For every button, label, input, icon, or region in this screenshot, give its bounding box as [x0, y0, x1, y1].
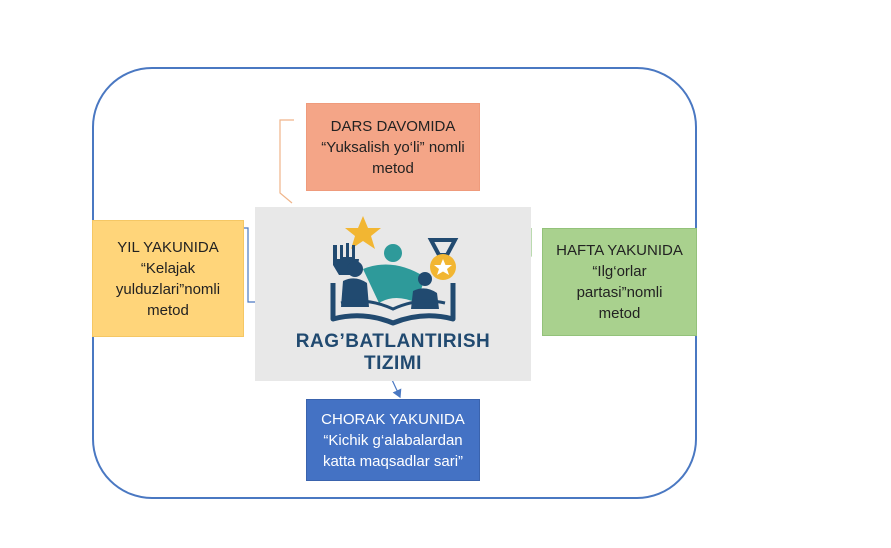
logo-panel: RAG’BATLANTIRISH TIZIMI — [255, 207, 531, 381]
box-text: katta maqsadlar sari” — [322, 452, 464, 470]
box-heading: HAFTA YAKUNIDA — [556, 242, 683, 259]
box-text: yulduzlari”nomli — [115, 280, 221, 298]
logo-title-line2: TIZIMI — [364, 353, 422, 374]
medal-icon — [427, 238, 459, 257]
box-heading: DARS DAVOMIDA — [330, 117, 456, 135]
top-connector — [279, 119, 294, 204]
box-hafta-yakunida: HAFTA YAKUNIDA “Ilg‘orlar partasi”nomli … — [542, 228, 697, 336]
logo-title-line1: RAG’BATLANTIRISH — [295, 331, 491, 352]
box-heading: CHORAK YAKUNIDA — [321, 410, 465, 428]
box-yil-yakunida: YIL YAKUNIDA “Kelajak yulduzlari”nomli m… — [92, 220, 244, 337]
box-heading: YIL YAKUNIDA — [117, 238, 219, 256]
box-text: partasi”nomli — [576, 284, 663, 301]
rewards-logo-icon — [330, 216, 459, 326]
box-text: metod — [372, 159, 414, 177]
box-dars-davomida: DARS DAVOMIDA “Yuksalish yo‘li” nomli me… — [306, 103, 480, 191]
box-text: “Kelajak — [140, 259, 196, 277]
box-chorak-yakunida: CHORAK YAKUNIDA “Kichik g‘alabalardan ka… — [306, 399, 480, 481]
box-text: “Ilg‘orlar — [592, 263, 647, 280]
box-text: “Kichik g‘alabalardan — [323, 431, 463, 449]
box-text: metod — [147, 301, 189, 319]
box-text: “Yuksalish yo‘li” nomli — [321, 138, 465, 156]
box-text: metod — [598, 305, 641, 322]
star-icon — [345, 216, 381, 249]
